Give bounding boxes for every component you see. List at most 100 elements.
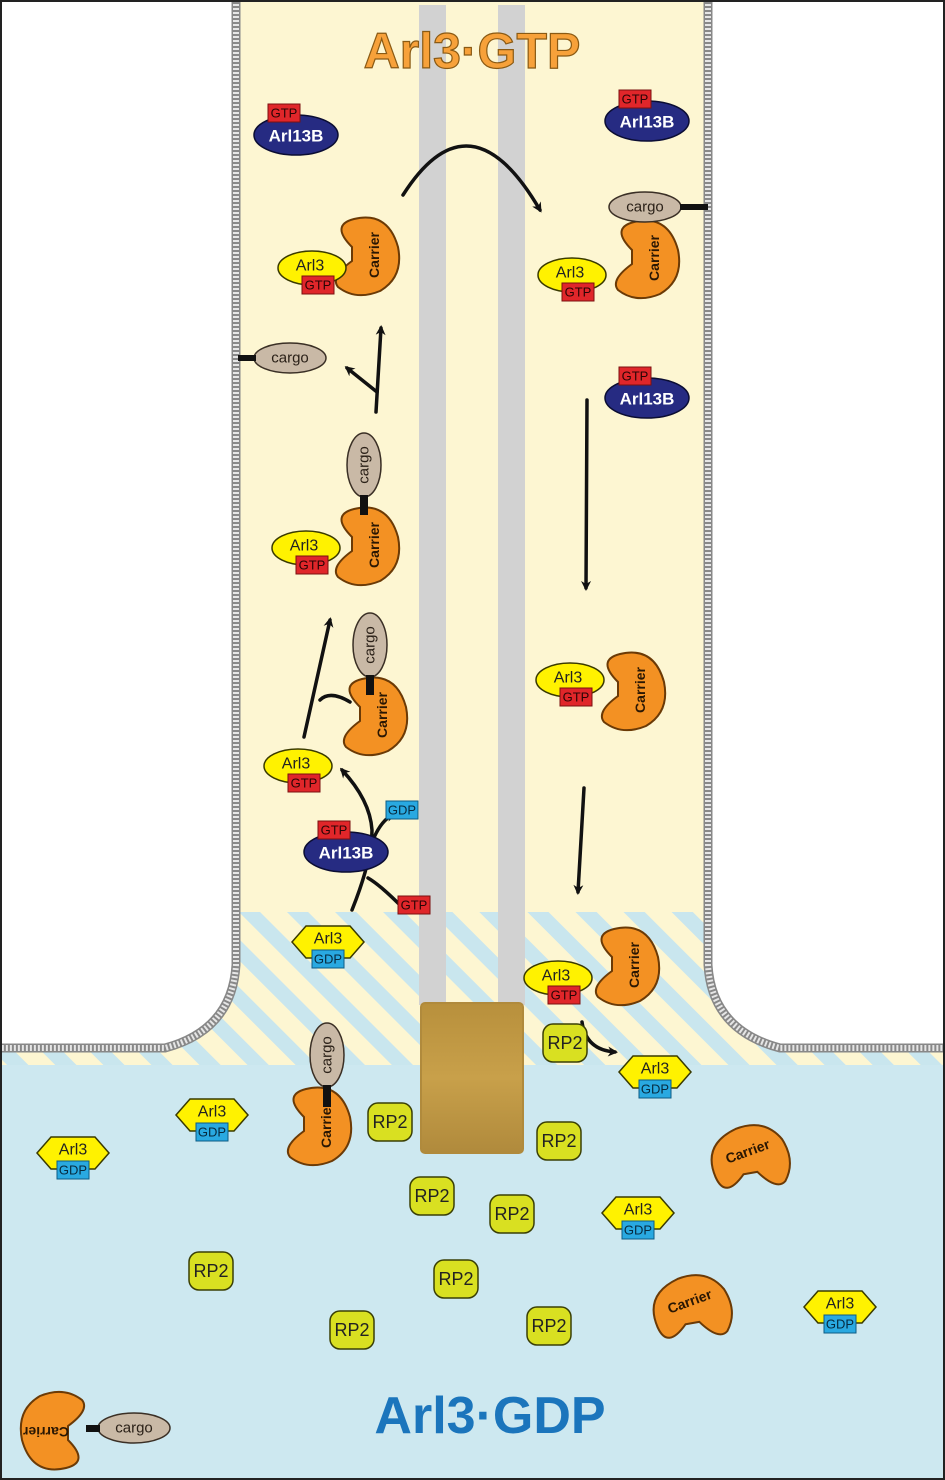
carrier-label: Carrier [626,941,642,987]
arrow-cargo-join [318,693,352,704]
gtp-label: GTP [622,92,649,107]
arrow-top-curve [401,144,542,213]
arl13b-gtp: Arl13B GTP [604,89,690,142]
arl13b-label: Arl13B [269,127,324,146]
carrier-protein: Carrier [286,1086,353,1167]
rp2-label: RP2 [438,1269,473,1289]
carrier-protein: Carrier [594,926,661,1007]
gtp-tag: GTP [561,282,595,302]
arrow-up-left-column [302,617,334,739]
title-arl3-gdp: Arl3·GDP [374,1387,605,1445]
arl13b-label: Arl13B [620,113,675,132]
cargo-protein: cargo [309,1022,345,1107]
rp2-protein: RP2 [409,1176,455,1216]
cargo-protein: cargo [253,342,327,374]
arl13b-label: Arl13B [319,844,374,863]
cargo-protein: cargo [608,191,682,223]
carrier-label: Carrier [366,521,382,567]
gtp-tag: GTP [317,820,351,840]
gtp-label: GTP [401,898,428,913]
arl3-label: Arl3 [554,670,583,687]
gdp-label: GDP [59,1163,87,1178]
gdp-tag: GDP [311,949,345,969]
gtp-tag: GTP [618,89,652,109]
gdp-tag: GDP [823,1314,857,1334]
carrier-protein: Carrier [710,1124,791,1189]
carrier-label: Carrier [22,1424,68,1440]
carrier-label: Carrier [646,234,662,280]
rp2-label: RP2 [193,1261,228,1281]
rp2-label: RP2 [414,1186,449,1206]
rp2-label: RP2 [531,1316,566,1336]
gtp-label: GTP [565,285,592,300]
arrow-down-right-1 [581,398,592,591]
carrier-protein: Carrier [334,506,401,587]
carrier-protein: Carrier [652,1274,733,1339]
gdp-tag: GDP [621,1220,655,1240]
carrier-label: Carrier [632,666,648,712]
gtp-label: GTP [551,988,578,1003]
gtp-label: GTP [305,278,332,293]
gdp-label: GDP [826,1317,854,1332]
gdp-label: GDP [388,803,416,818]
gtp-tag: GTP [287,773,321,793]
arl3-label: Arl3 [641,1061,670,1078]
gdp-label: GDP [641,1082,669,1097]
cargo-label: cargo [356,446,373,484]
rp2-label: RP2 [494,1204,529,1224]
gdp-label: GDP [314,952,342,967]
rp2-label: RP2 [547,1033,582,1053]
nucleotide-layer: GDP GTP [385,800,431,915]
rp2-label: RP2 [541,1131,576,1151]
carrier-label: Carrier [318,1101,334,1147]
arl3-label: Arl3 [282,756,311,773]
title-arl3-gtp: Arl3·GTP [364,23,581,79]
arl3-label: Arl3 [624,1202,653,1219]
arl3-label: Arl3 [542,968,571,985]
cargo-protein: cargo [346,432,382,515]
cargo-label: cargo [626,199,664,216]
gtp-tag: GTP [267,103,301,123]
gtp-tag: GTP [618,366,652,386]
arrow-arl13b-exchange [339,767,374,912]
gtp-tag: GTP [559,687,593,707]
cargo-label: cargo [319,1036,336,1074]
basal-body [420,1002,524,1154]
gdp-tag: GDP [195,1122,229,1142]
gtp-label: GTP [321,823,348,838]
carrier-protein: Carrier [19,1390,86,1471]
rp2-protein: RP2 [367,1102,413,1142]
cargo-protein: cargo [352,612,388,695]
gdp-label: GDP [624,1223,652,1238]
arrow-cargo-release [344,366,379,394]
gtp-label: GTP [622,369,649,384]
gtp-tag: GTP [547,985,581,1005]
arl13b-gtp: Arl13B GTP [303,820,389,873]
arl3-label: Arl3 [290,538,319,555]
arl13b-gtp: Arl13B GTP [253,103,339,156]
gtp-label: GTP [299,558,326,573]
arl3-label: Arl3 [556,265,585,282]
arrow-up-to-carrier [374,325,386,414]
arl3-label: Arl3 [296,258,325,275]
rp2-label: RP2 [372,1112,407,1132]
rp2-protein: RP2 [433,1259,479,1299]
carrier-label: Carrier [374,691,390,737]
